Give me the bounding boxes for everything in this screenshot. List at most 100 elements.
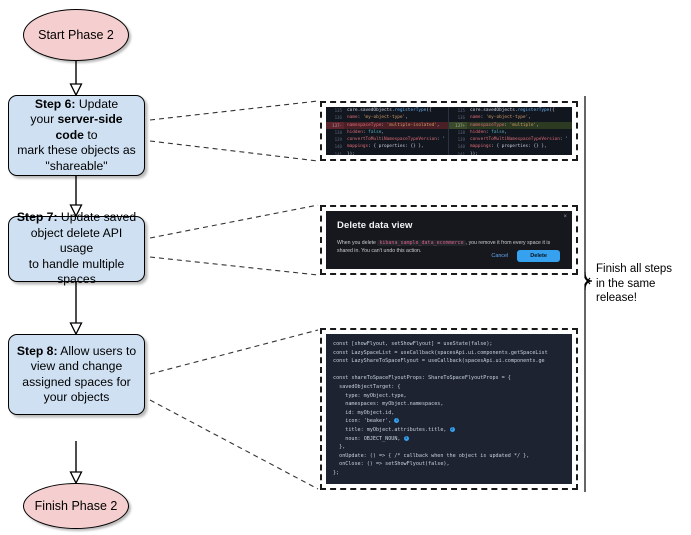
step-8-l1: Allow users to xyxy=(57,343,137,358)
diff-right-pane: 135 core.savedObjects.registerType({ 136 na… xyxy=(449,107,572,155)
code-line: onClose: () => setShowFlyout(false), xyxy=(339,461,450,468)
diff-line-number: 137+ xyxy=(449,121,467,129)
step-8-l3: assigned spaces for xyxy=(22,374,131,389)
annotation-line-3: release! xyxy=(596,292,637,304)
diff-line-code: name: 'my-object-type', xyxy=(470,115,531,121)
finish-node[interactable]: Finish Phase 2 xyxy=(23,483,129,529)
step-6-node[interactable]: Step 6: Update your server-side code to … xyxy=(8,95,145,176)
step-6-prefix: Step 6: xyxy=(34,96,76,111)
diff-line-number: 140 xyxy=(457,144,465,150)
dialog-data-view-name: kibana_sample_data_ecommerce xyxy=(377,240,466,246)
annotation-line-1: Finish all steps xyxy=(596,263,673,275)
cancel-button[interactable]: Cancel xyxy=(491,253,509,259)
diff-line-code: mappings: { properties: {} }, xyxy=(470,144,547,150)
code-line: icon: 'beaker', 1 xyxy=(345,418,400,425)
code-line: id: myObject.id, xyxy=(345,409,395,416)
step-8-l2: view and change xyxy=(30,359,123,373)
code-line: noun: OBJECT_NOUN, 3 xyxy=(345,435,409,442)
diff-line-number: 141 xyxy=(457,151,465,155)
annotation-line-2: in the same xyxy=(596,277,656,290)
diff-row: 141}); xyxy=(326,151,448,155)
release-annotation: Finish all steps in the same release! xyxy=(596,262,691,306)
diff-row: 136 name: 'my-object-type', xyxy=(449,114,572,121)
diff-line-number: 135 xyxy=(457,108,465,113)
diff-row: 137+namespaceType: 'multiple', xyxy=(449,121,572,129)
diff-line-number: 139 xyxy=(457,137,465,143)
code-annotation-badge[interactable]: 2 xyxy=(449,426,455,432)
diff-line-code: hidden: false, xyxy=(470,129,508,135)
delete-button[interactable]: Delete xyxy=(517,250,560,262)
diff-line-number: 138 xyxy=(334,129,342,135)
step-8-text: Step 8: Allow users to view and change a… xyxy=(17,344,136,406)
diff-row: 136 name: 'my-object-type', xyxy=(326,114,448,121)
diff-line-code: name: 'my-object-type', xyxy=(347,115,408,121)
diff-line-number: 138 xyxy=(457,129,465,135)
code-line: onUpdate: () => { /* callback when the o… xyxy=(339,452,530,459)
step-7-node[interactable]: Step 7: Update saved object delete API u… xyxy=(8,210,145,286)
step-6-l2b: to xyxy=(83,127,98,142)
diff-left-pane: 135 core.savedObjects.registerType({ 136 na… xyxy=(326,107,449,155)
diff-row: 139 convertToMultiNamespaceTypeVersion: ' xyxy=(449,136,572,143)
diff-row: 135 core.savedObjects.registerType({ xyxy=(449,107,572,114)
step-6-l2a: your xyxy=(30,112,58,127)
code-line: const LazySpaceList = useCallback(spaces… xyxy=(333,349,548,356)
dialog-body: When you delete kibana_sample_data_ecomm… xyxy=(337,239,561,255)
diff-row: 140 mappings: { properties: {} }, xyxy=(449,143,572,150)
diff-row: 141}); xyxy=(449,151,572,155)
diff-line-code: core.savedObjects.registerType({ xyxy=(347,108,432,113)
step-6-l3: mark these objects as xyxy=(17,143,136,158)
callout-registertype-diff: 135 core.savedObjects.registerType({ 136 na… xyxy=(320,101,578,161)
snippet-code-panel[interactable]: const [showFlyout, setShowFlyout] = useS… xyxy=(326,334,572,484)
diff-row: 140 mappings: { properties: {} }, xyxy=(326,143,448,150)
code-line: type: myObject.type, xyxy=(345,392,407,399)
code-line: const shareToSpaceFlyoutProps: ShareToSp… xyxy=(333,375,511,382)
start-node-label: Start Phase 2 xyxy=(38,28,114,42)
step-7-prefix: Step 7: xyxy=(16,210,58,225)
diff-line-number: 139 xyxy=(334,137,342,143)
callout-share-flyout-snippet: const [showFlyout, setShowFlyout] = useS… xyxy=(320,328,578,490)
dialog-title: Delete data view xyxy=(337,220,413,231)
step-7-l2: object delete API usage xyxy=(30,225,123,256)
step-8-prefix: Step 8: xyxy=(16,343,58,358)
code-line: title: myObject.attributes.title, 2 xyxy=(345,426,455,433)
close-icon[interactable]: × xyxy=(563,214,567,220)
diff-line-code: namespaceType: 'multiple', xyxy=(470,122,539,128)
diff-line-code: mappings: { properties: {} }, xyxy=(347,144,424,150)
code-line: }, xyxy=(333,444,346,451)
step-7-text: Step 7: Update saved object delete API u… xyxy=(15,210,138,288)
code-line: }; xyxy=(333,469,340,476)
diff-line-code: namespaceType: 'multiple-isolated', xyxy=(347,122,440,128)
diff-line-number: 137- xyxy=(326,121,344,129)
step-8-l4: your objects xyxy=(43,390,110,404)
code-line: const [showFlyout, setShowFlyout] = useS… xyxy=(333,341,493,347)
delete-data-view-dialog: × Delete data view When you delete kiban… xyxy=(326,211,572,269)
diff-line-code: convertToMultiNamespaceTypeVersion: ' xyxy=(470,137,568,143)
diff-line-code: core.savedObjects.registerType({ xyxy=(470,108,555,113)
code-annotation-badge[interactable]: 1 xyxy=(394,418,400,424)
code-line: namespaces: myObject.namespaces, xyxy=(345,401,444,408)
callout-delete-modal: × Delete data view When you delete kiban… xyxy=(320,205,578,275)
step-8-node[interactable]: Step 8: Allow users to view and change a… xyxy=(8,334,145,415)
code-annotation-badge[interactable]: 3 xyxy=(403,435,409,441)
diff-line-number: 140 xyxy=(334,144,342,150)
start-node[interactable]: Start Phase 2 xyxy=(23,9,129,61)
diff-line-number: 135 xyxy=(334,108,342,113)
dialog-body-before: When you delete xyxy=(337,240,376,246)
diff-code-panel[interactable]: 135 core.savedObjects.registerType({ 136 na… xyxy=(326,107,572,155)
step-6-l1: Update xyxy=(75,96,119,111)
step-6-text: Step 6: Update your server-side code to … xyxy=(15,97,138,175)
step-6-l4: "shareable" xyxy=(45,158,108,173)
step-7-l3: to handle multiple spaces xyxy=(28,256,125,287)
diff-line-number: 141 xyxy=(334,151,342,155)
dialog-actions: Cancel Delete xyxy=(491,250,560,262)
diff-row: 138 hidden: false, xyxy=(449,129,572,136)
diff-line-number: 136 xyxy=(334,115,342,121)
diff-row: 135 core.savedObjects.registerType({ xyxy=(326,107,448,114)
diff-line-number: 136 xyxy=(457,115,465,121)
diff-row: 137-namespaceType: 'multiple-isolated', xyxy=(326,121,448,129)
diff-line-code: }); xyxy=(470,151,478,155)
code-line: savedObjectTarget: { xyxy=(339,383,401,390)
